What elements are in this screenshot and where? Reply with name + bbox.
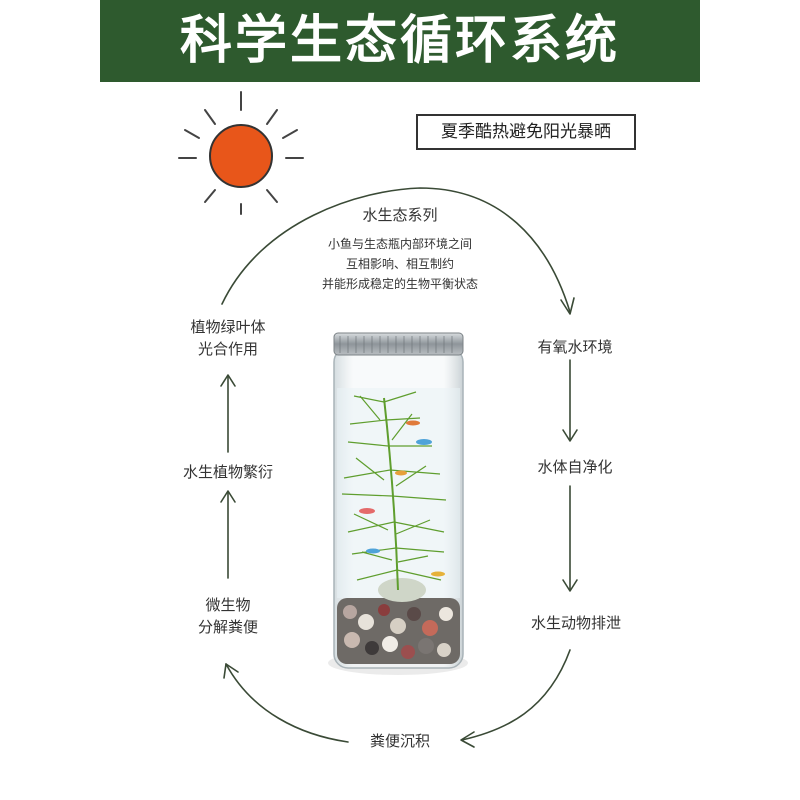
sun-icon xyxy=(178,91,304,215)
pebbles xyxy=(337,578,460,664)
label-photosynthesis: 植物绿叶体 光合作用 xyxy=(178,316,278,360)
label-animal-excretion: 水生动物排泄 xyxy=(530,614,621,632)
label-plant-reproduction: 水生植物繁衍 xyxy=(182,463,273,481)
arrow-bottom-right-head xyxy=(460,731,475,748)
label-water-purification: 水体自净化 xyxy=(537,458,613,476)
arrow-bottom-left-head xyxy=(223,663,239,679)
label-feces-sediment: 粪便沉积 xyxy=(369,732,430,750)
label-line: 光合作用 xyxy=(197,340,258,358)
ecosystem-line: 小鱼与生态瓶内部环境之间 xyxy=(327,237,472,251)
ecosystem-line: 并能形成稳定的生物平衡状态 xyxy=(321,277,478,291)
ecosystem-title: 水生态系列 xyxy=(362,206,438,224)
arrow-left-up-2-head xyxy=(220,374,236,387)
fish xyxy=(359,420,445,577)
arrow-top-arc xyxy=(221,187,571,313)
arrow-left-up-1-head xyxy=(220,490,236,503)
arrow-bottom-right xyxy=(461,649,571,741)
label-oxygen-environment: 有氧水环境 xyxy=(537,338,613,356)
ecosystem-description: 小鱼与生态瓶内部环境之间 互相影响、相互制约 并能形成稳定的生物平衡状态 xyxy=(290,234,510,294)
arrow-right-down-2-head xyxy=(562,579,578,592)
label-line: 微生物 xyxy=(205,596,251,614)
arrow-bottom-left xyxy=(225,663,349,743)
page-title: 科学生态循环系统 xyxy=(179,11,620,71)
title-banner: 科学生态循环系统 xyxy=(100,0,700,82)
label-line: 植物绿叶体 xyxy=(190,318,266,336)
ecosystem-line: 互相影响、相互制约 xyxy=(345,257,454,271)
arrow-top-head xyxy=(560,297,575,315)
label-line: 分解粪便 xyxy=(197,618,258,636)
arrow-right-down-1-head xyxy=(562,429,578,442)
jar-image xyxy=(328,332,468,675)
warning-tag: 夏季酷热避免阳光暴晒 xyxy=(416,114,636,150)
label-microbe-decompose: 微生物 分解粪便 xyxy=(178,594,278,638)
